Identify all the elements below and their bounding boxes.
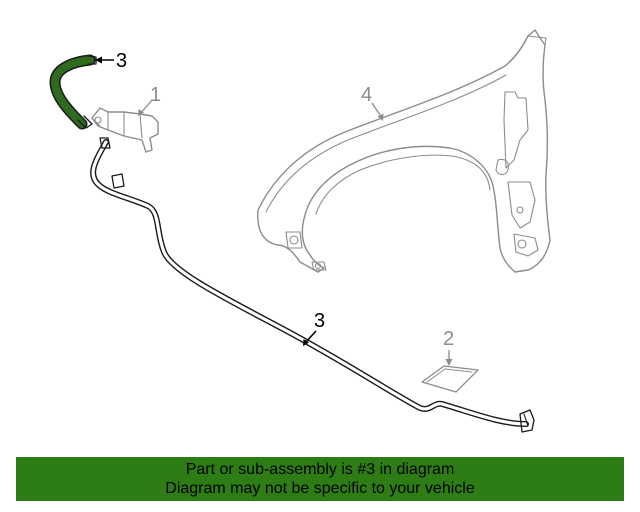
hose-part-3-upper: [49, 54, 97, 130]
callout-3-middle: 3: [303, 310, 325, 346]
fender-part-4: [257, 29, 551, 273]
callout-1-label: 1: [150, 84, 161, 106]
parts-diagram: 3 1 4 3 2: [49, 29, 551, 433]
callout-2: 2: [443, 328, 454, 366]
info-banner: Part or sub-assembly is #3 in diagram Di…: [16, 457, 624, 501]
callout-4-label: 4: [361, 84, 372, 106]
banner-line-disclaimer: Diagram may not be specific to your vehi…: [165, 480, 475, 497]
callout-3-top-label: 3: [116, 50, 127, 72]
pad-part-2: [421, 365, 479, 393]
hose-part-3-lower: [90, 137, 535, 433]
callout-2-label: 2: [443, 328, 454, 350]
callout-4: 4: [361, 84, 384, 121]
callout-3-top: 3: [95, 50, 127, 72]
callout-3-middle-label: 3: [314, 310, 325, 332]
callout-1: 1: [138, 84, 161, 116]
banner-line-part: Part or sub-assembly is #3 in diagram: [185, 461, 455, 478]
nozzle-part-1: [91, 107, 159, 153]
